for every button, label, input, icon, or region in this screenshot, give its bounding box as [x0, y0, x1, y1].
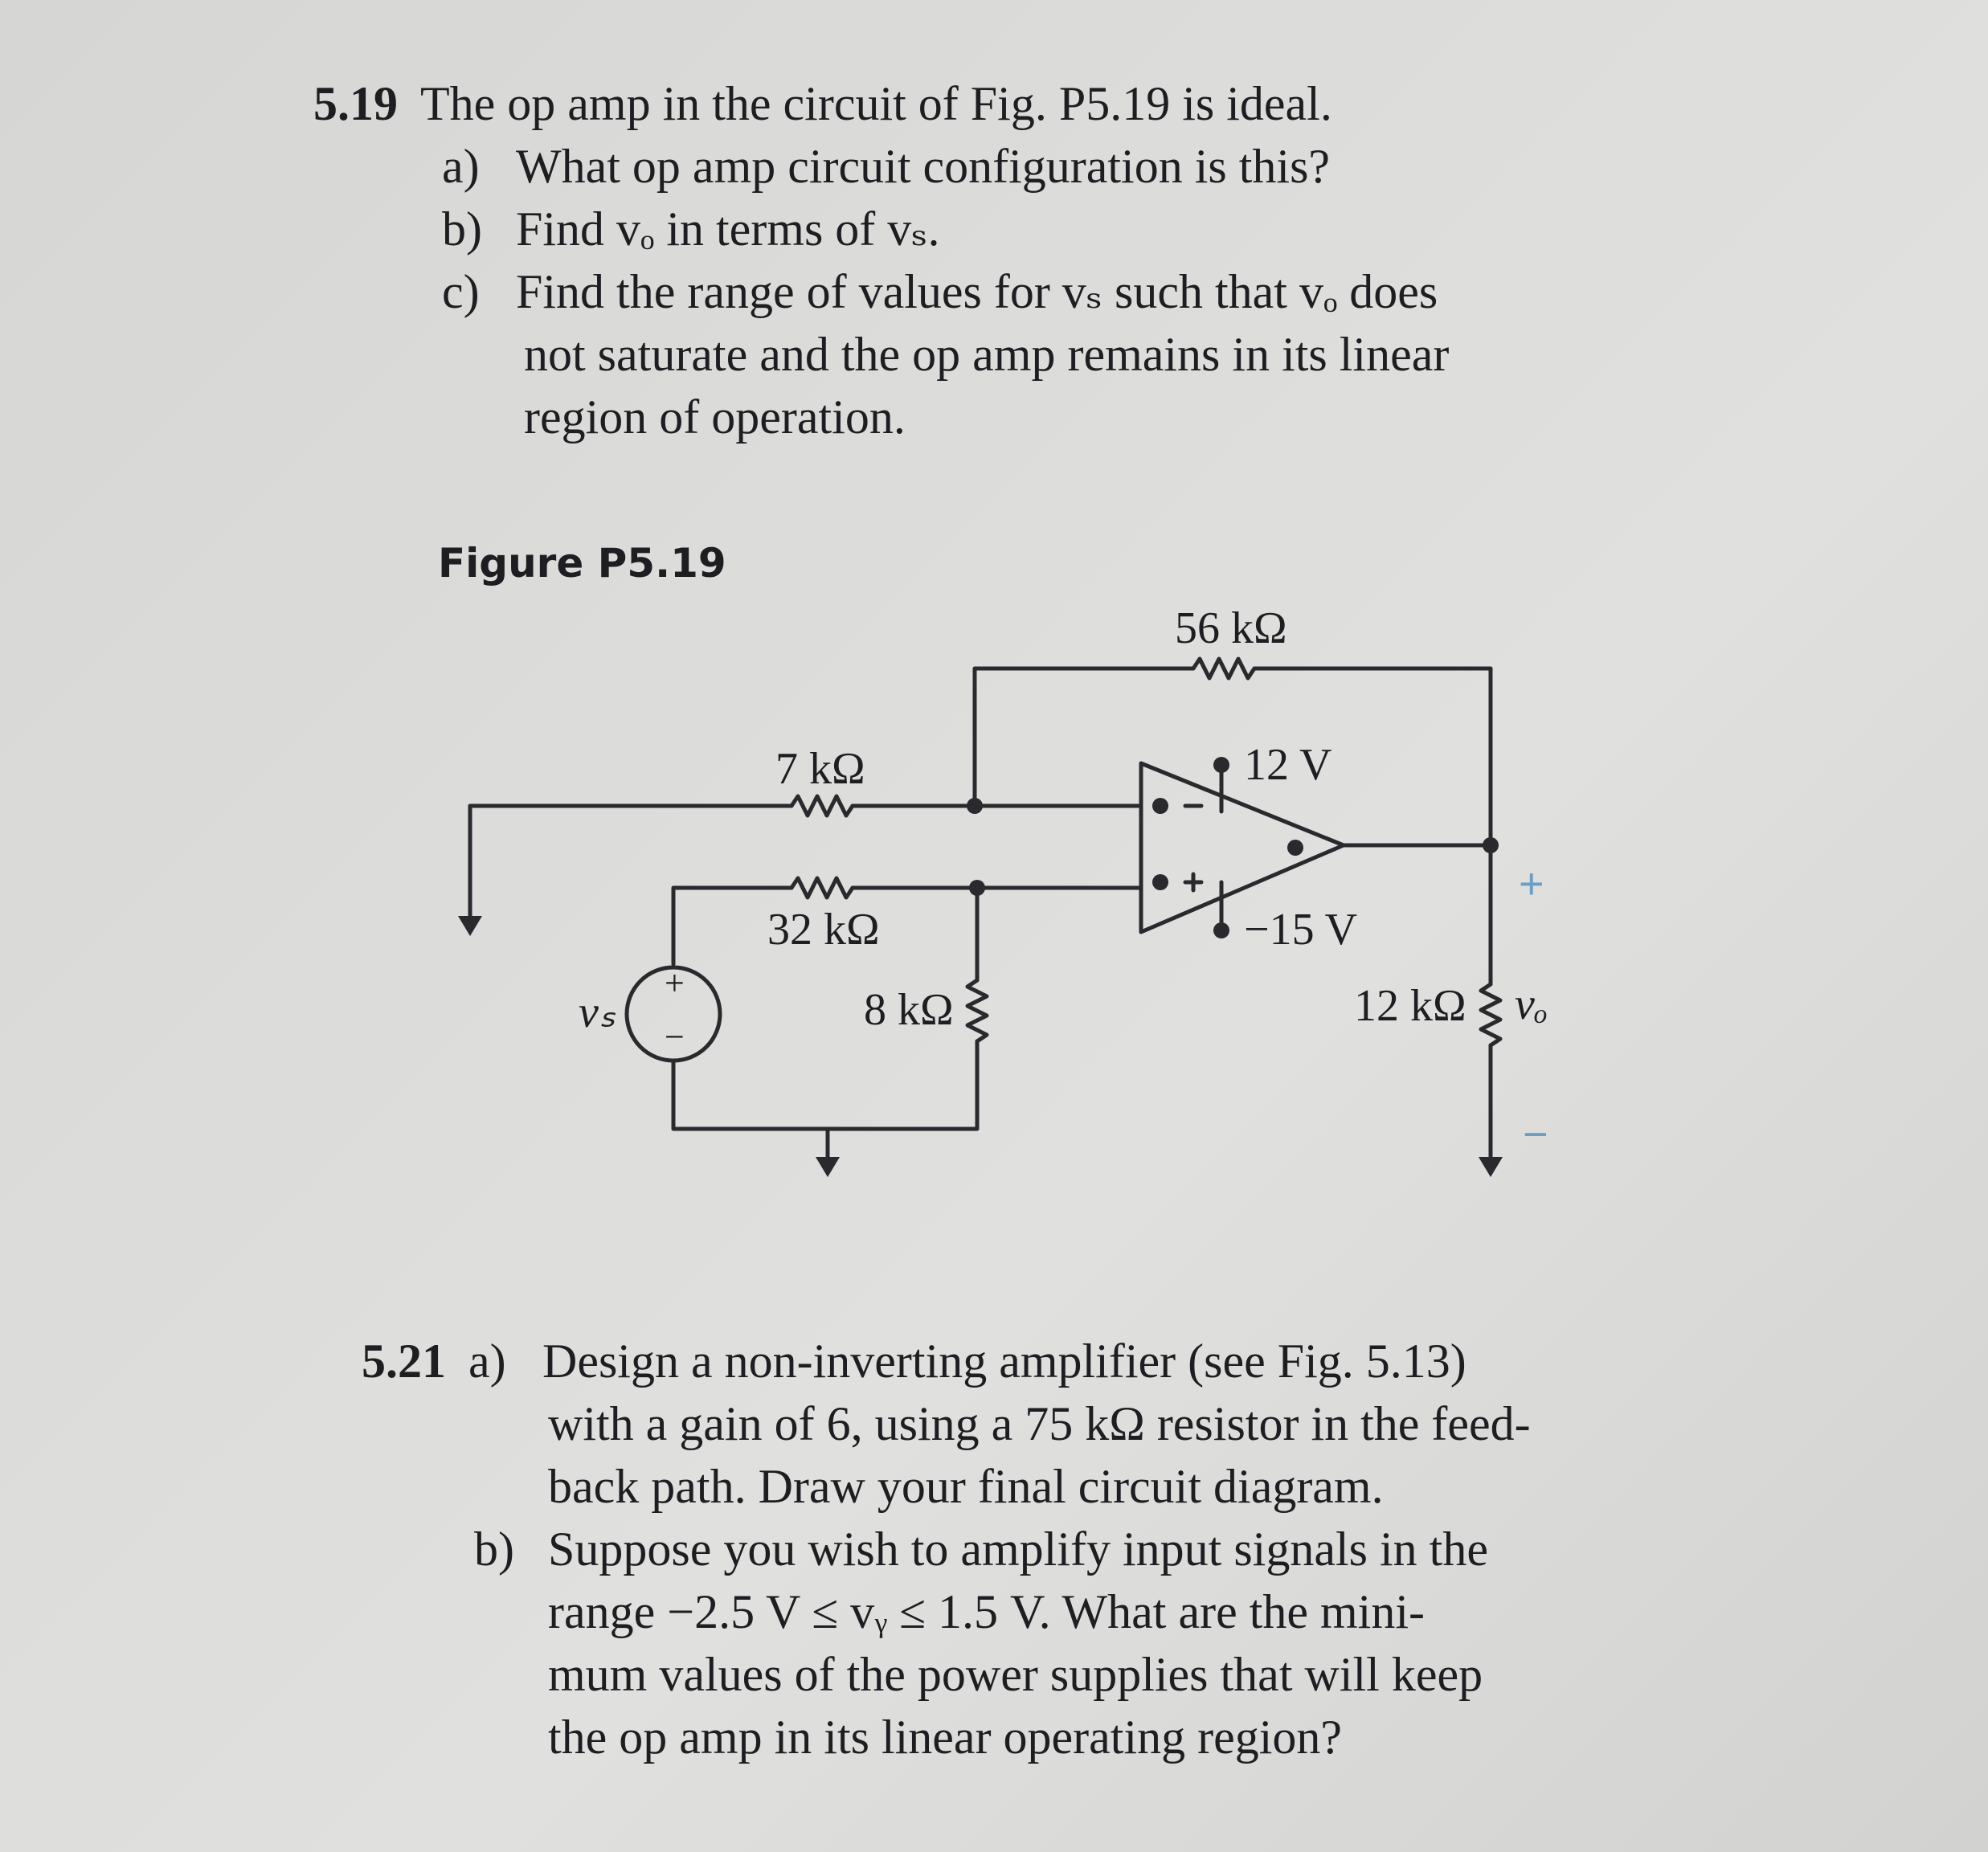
source-plus: + — [665, 963, 685, 1003]
ground-arrow-right — [1479, 1157, 1503, 1177]
label-12k: 12 kΩ — [1354, 981, 1466, 1031]
wire-feedback-up — [972, 666, 1196, 808]
problem-number: 5.21 — [362, 1335, 446, 1388]
part-label: a) — [468, 1335, 506, 1388]
part-b: b) Find vₒ in terms of vₛ. — [313, 198, 1639, 260]
label-supply-pos: 12 V — [1244, 740, 1331, 790]
figure-label: Figure P5.19 — [438, 540, 726, 587]
problem-5-19-intro: 5.19 The op amp in the circuit of Fig. P5… — [313, 72, 1639, 135]
ground-arrow-bottom — [816, 1157, 840, 1177]
node — [1213, 922, 1229, 938]
part-c: c) Find the range of values for vₛ such t… — [313, 260, 1639, 323]
resistor-56k — [1191, 656, 1257, 681]
wire-8k-bottom — [671, 1039, 980, 1131]
resistor-8k — [965, 978, 989, 1044]
part-b-line-4: the op amp in its linear operating regio… — [548, 1711, 1343, 1764]
part-text: Suppose you wish to amplify input signal… — [548, 1523, 1488, 1576]
node — [1483, 837, 1499, 853]
part-text: Find vₒ in terms of vₛ. — [516, 202, 940, 256]
voltage-source — [624, 965, 722, 1063]
part-label: a) — [442, 140, 480, 193]
part-a-line-3: back path. Draw your final circuit diagr… — [548, 1460, 1384, 1513]
intro-text: The op amp in the circuit of Fig. P5.19 … — [420, 77, 1332, 130]
output-minus: − — [1523, 1110, 1548, 1159]
label-7k: 7 kΩ — [775, 744, 865, 794]
label-supply-neg: −15 V — [1244, 905, 1357, 955]
part-label: c) — [442, 265, 480, 318]
part-text: What op amp circuit configuration is thi… — [516, 140, 1331, 193]
part-b: b) Suppose you wish to amplify input sign… — [362, 1518, 1567, 1580]
part-a: a) What op amp circuit configuration is t… — [313, 135, 1639, 198]
ground-arrow-left — [458, 916, 482, 936]
part-c-line-3: region of operation. — [524, 390, 906, 444]
part-text: Design a non-inverting amplifier (see Fi… — [542, 1335, 1466, 1388]
node — [969, 880, 985, 896]
node — [1287, 840, 1303, 856]
resistor-32k — [789, 876, 855, 900]
node — [1152, 874, 1168, 890]
label-vo: vₒ — [1515, 979, 1548, 1029]
node — [1213, 757, 1229, 773]
wire-source-up — [671, 885, 794, 967]
resistor-7k — [789, 794, 855, 818]
label-32k: 32 kΩ — [767, 905, 880, 955]
problem-5-21: 5.21 a) Design a non-inverting amplifier (… — [362, 1330, 1567, 1768]
part-label: b) — [442, 202, 482, 256]
part-label: b) — [474, 1523, 514, 1576]
part-b-line-2: range −2.5 V ≤ vᵧ ≤ 1.5 V. What are the … — [548, 1585, 1425, 1638]
part-text: Find the range of values for vₛ such tha… — [516, 265, 1438, 318]
source-minus: − — [665, 1017, 685, 1057]
label-8k: 8 kΩ — [864, 985, 954, 1035]
problem-number: 5.19 — [313, 77, 398, 130]
node — [967, 798, 983, 814]
part-a: 5.21 a) Design a non-inverting amplifier (… — [362, 1330, 1567, 1392]
circuit-nodes — [967, 757, 1499, 938]
output-plus: + — [1519, 860, 1544, 908]
part-c-line-2: not saturate and the op amp remains in i… — [524, 328, 1450, 381]
op-amp-triangle — [1139, 761, 1346, 934]
part-b-line-3: mum values of the power supplies that wi… — [548, 1648, 1483, 1701]
problem-5-19: 5.19 The op amp in the circuit of Fig. P5… — [313, 72, 1639, 448]
wire-feedback-right — [1252, 666, 1493, 848]
label-vs: vₛ — [579, 987, 616, 1037]
resistor-12k — [1479, 982, 1503, 1048]
node — [1152, 798, 1168, 814]
part-a-line-2: with a gain of 6, using a 75 kΩ resistor… — [548, 1397, 1531, 1450]
label-56k: 56 kΩ — [1175, 603, 1287, 653]
